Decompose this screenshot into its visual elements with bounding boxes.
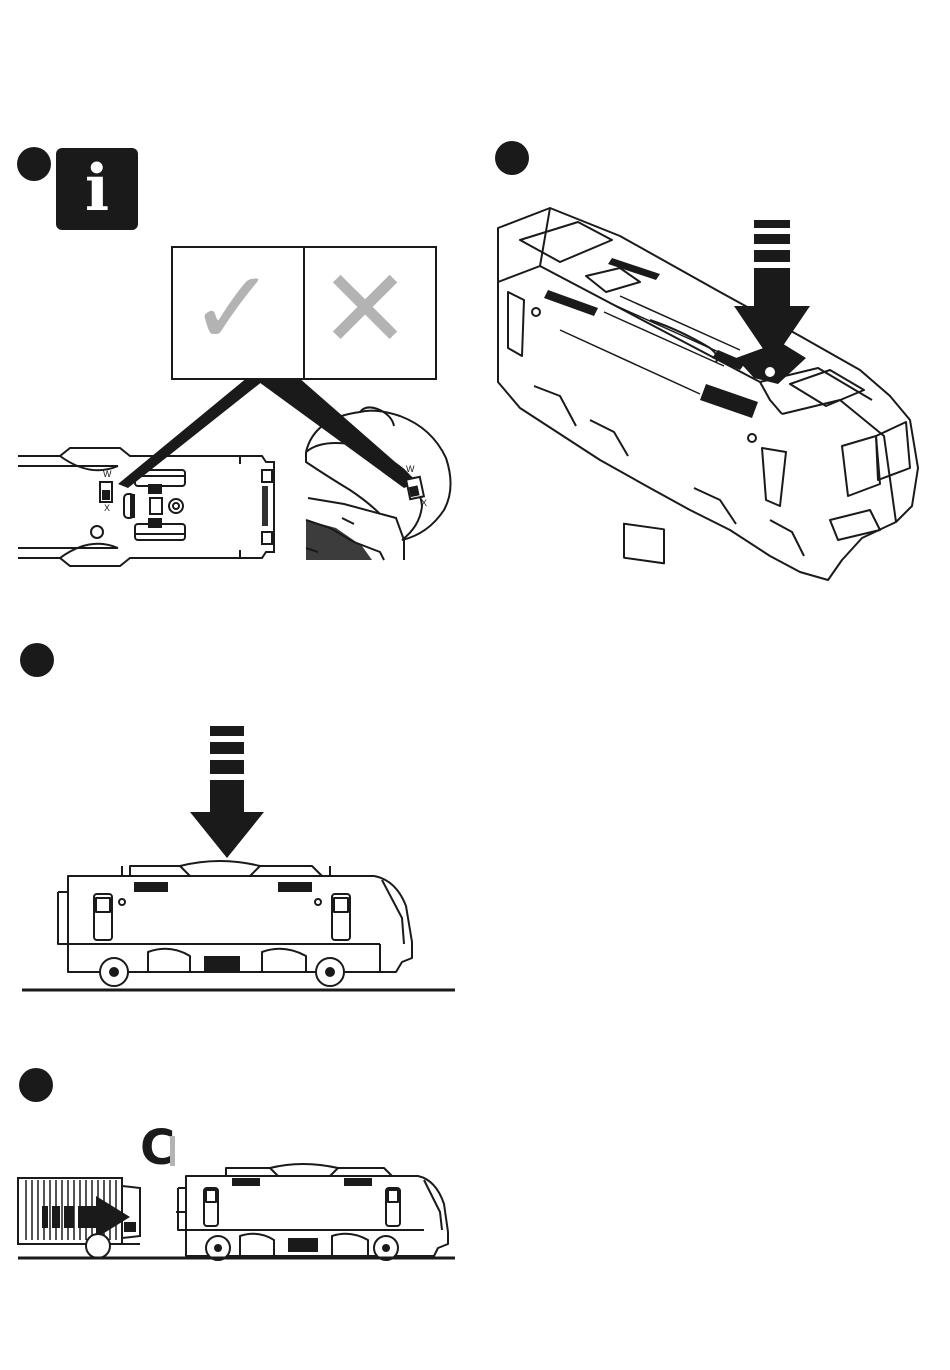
coupler-c-accent — [170, 1136, 175, 1166]
